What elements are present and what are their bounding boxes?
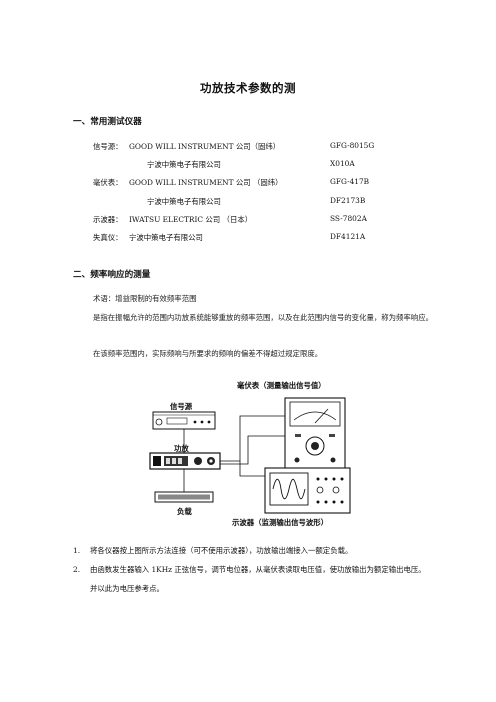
equipment-company: IWATSU ELECTRIC 公司 （日本）: [129, 214, 253, 224]
equipment-company: 宁波中策电子有限公司: [129, 233, 203, 242]
step-number: 1.: [73, 546, 81, 555]
equipment-model: X010A: [330, 159, 355, 169]
equipment-company: 宁波中策电子有限公司: [147, 160, 221, 170]
page-title: 功放技术参数的测: [200, 81, 296, 95]
amplifier-icon: [149, 452, 221, 470]
equipment-model: DF2173B: [330, 195, 366, 205]
equipment-type: 示波器：: [93, 214, 123, 224]
equipment-type: 失真仪：: [93, 233, 123, 242]
load-icon: [154, 491, 214, 503]
term-definition: 术语：增益限制的有效频率范围: [93, 294, 197, 303]
millivoltmeter-label: 毫伏表（测量输出信号值）: [237, 381, 326, 390]
connection-wires: [183, 415, 285, 492]
equipment-model: DF4121A: [330, 232, 366, 241]
step-text: 将各仪器按上图所示方法连接（可不使用示波器），功放输出端接入一额定负载。: [90, 546, 353, 555]
millivoltmeter-icon: DF2173B: [284, 397, 346, 475]
signal-source-label: 信号源: [170, 402, 193, 411]
section-heading-instruments: 一、常用测试仪器: [73, 117, 142, 127]
equipment-type: 毫伏表：: [93, 178, 123, 188]
equipment-company: GOOD WILL INSTRUMENT 公司（固纬）: [129, 142, 281, 151]
procedure-step: 2. 由函数发生器输入 1KHz 正弦信号，调节电位器，从毫伏表读取电压值，使功放…: [73, 563, 433, 576]
load-label: 负载: [177, 507, 192, 516]
connection-diagram: 毫伏表（测量输出信号值） 信号源 功放 负载 示波器（监测输出信号波形）: [140, 376, 370, 531]
equipment-company: 宁波中策电子有限公司: [147, 196, 221, 206]
step-text: 由函数发生器输入 1KHz 正弦信号，调节电位器，从毫伏表读取电压值，使功放输出…: [90, 565, 426, 574]
procedure-step: 1. 将各仪器按上图所示方法连接（可不使用示波器），功放输出端接入一额定负载。: [73, 544, 433, 557]
step-note: 并以此为电压参考点。: [90, 584, 164, 593]
step-number: 2.: [73, 565, 81, 574]
oscilloscope-label: 示波器（监测输出信号波形）: [232, 518, 329, 527]
section-heading-frequency-response: 二、频率响应的测量: [73, 270, 151, 280]
amplifier-label: 功放: [174, 444, 189, 453]
equipment-type: 信号源：: [93, 142, 123, 151]
equipment-model: GFG-417B: [330, 177, 370, 187]
diagram-drawing: DF2173B: [149, 397, 351, 514]
paragraph-definition: 是指在振幅允许的范围内功放系统能够重放的频率范围，以及在此范围内信号的变化量，称…: [93, 313, 433, 322]
oscilloscope-icon: [264, 467, 351, 514]
paragraph-deviation: 在该频率范围内，实际频响与所要求的频响的偏差不得超过规定限度。: [93, 349, 323, 358]
procedure-steps: 1. 将各仪器按上图所示方法连接（可不使用示波器），功放输出端接入一额定负载。 2.…: [73, 544, 433, 601]
equipment-model: SS-7802A: [330, 213, 367, 223]
signal-generator-icon: [152, 411, 216, 430]
equipment-company: GOOD WILL INSTRUMENT 公司 （固纬）: [129, 178, 283, 188]
equipment-model: GFG-8015G: [330, 141, 375, 150]
